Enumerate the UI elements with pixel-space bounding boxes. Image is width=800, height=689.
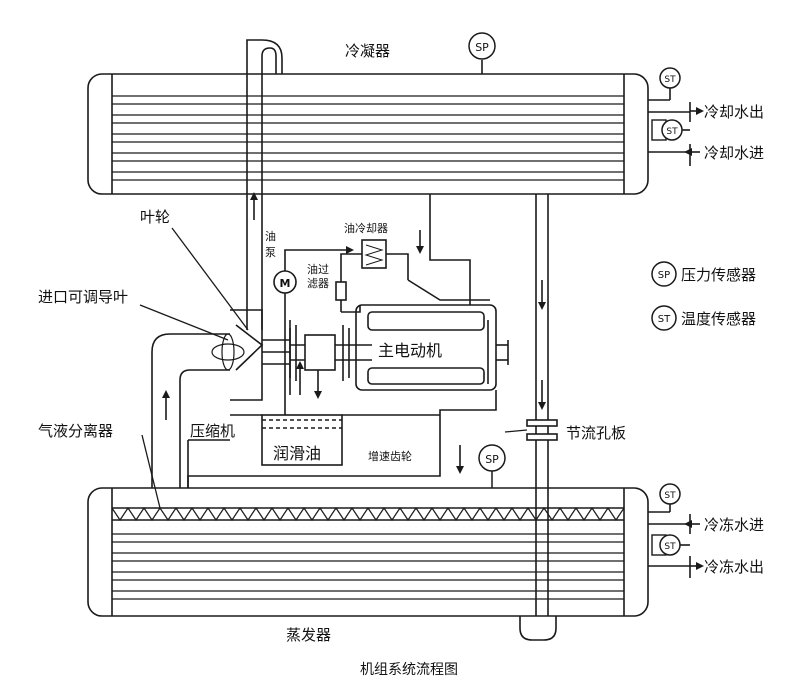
chilled-water-out-temp-sensor: ST — [651, 534, 681, 556]
svg-text:ST: ST — [664, 491, 676, 501]
evaporator-vessel — [87, 487, 649, 617]
legend-pressure-symbol: SP — [651, 261, 677, 287]
cooling-water-in-label: 冷却水进 — [704, 144, 764, 162]
oil-filter-label: 油过滤器 — [307, 262, 329, 290]
svg-text:SP: SP — [485, 453, 499, 466]
impeller-label: 叶轮 — [140, 208, 170, 226]
oil-pump-motor-symbol: M — [280, 277, 291, 290]
throttle-orifice — [526, 419, 558, 441]
svg-text:SP: SP — [475, 41, 489, 54]
condenser-tubes — [112, 95, 624, 181]
lubricating-oil-label: 润滑油 — [273, 444, 321, 463]
oil-cooler-label: 油冷却器 — [344, 221, 388, 235]
diagram-caption: 机组系统流程图 — [360, 662, 458, 678]
evaporator-tubes — [112, 533, 624, 600]
svg-text:油过滤器: 油过滤器 — [307, 262, 329, 290]
oil-tank — [261, 414, 343, 466]
cooling-water-in-temp-sensor: ST — [651, 119, 683, 141]
chilled-water-in-temp-sensor: ST — [659, 483, 681, 505]
condenser-vessel — [87, 73, 649, 195]
chilled-water-out-label: 冷冻水出 — [704, 558, 764, 576]
compressor-housing — [211, 309, 290, 401]
svg-text:M: M — [280, 277, 291, 290]
inlet-guide-vane-label: 进口可调导叶 — [38, 288, 128, 306]
legend-temperature-label: 温度传感器 — [681, 310, 756, 328]
speed-gear-box — [304, 334, 336, 371]
condenser-pressure-sensor: SP — [468, 32, 496, 60]
evaporator-label: 蒸发器 — [286, 626, 331, 644]
evaporator-pressure-sensor: SP — [478, 444, 506, 488]
oil-filter — [335, 281, 347, 301]
separator-zigzag — [111, 506, 625, 522]
main-motor-label: 主电动机 — [378, 341, 442, 360]
svg-text:ST: ST — [664, 542, 676, 552]
main-motor — [355, 304, 509, 391]
cooling-water-out-temp-sensor: ST — [659, 67, 681, 89]
oil-pump-label: 油泵 — [265, 229, 276, 259]
svg-text:ST: ST — [658, 314, 671, 325]
compressor-label: 压缩机 — [190, 422, 235, 440]
svg-text:ST: ST — [664, 75, 676, 85]
svg-text:ST: ST — [666, 127, 678, 137]
svg-text:SP: SP — [658, 270, 670, 281]
svg-text:油泵: 油泵 — [265, 229, 276, 259]
throttle-orifice-label: 节流孔板 — [566, 424, 626, 442]
condenser-label: 冷凝器 — [345, 42, 390, 60]
oil-cooler — [361, 239, 387, 269]
legend-pressure-label: 压力传感器 — [681, 266, 756, 284]
gas-liquid-separator-label: 气液分离器 — [38, 422, 113, 440]
legend-temperature-symbol: ST — [651, 305, 677, 331]
cooling-water-out-label: 冷却水出 — [704, 103, 764, 121]
chilled-water-in-label: 冷冻水进 — [704, 516, 764, 534]
speed-gear-label: 增速齿轮 — [368, 449, 412, 463]
